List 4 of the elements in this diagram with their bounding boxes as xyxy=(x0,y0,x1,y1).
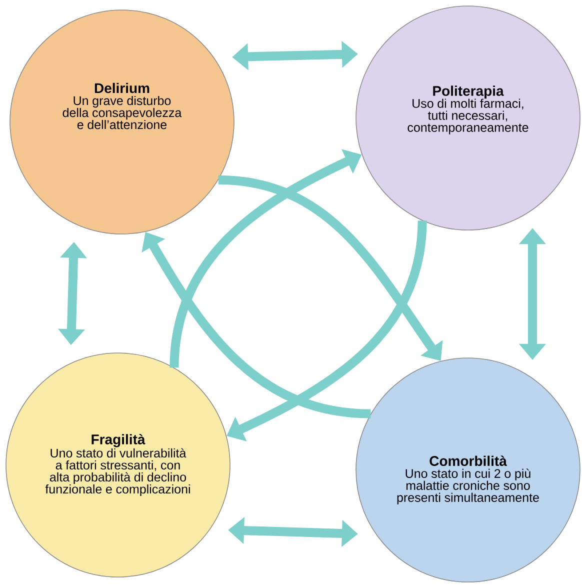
circle-node: Comorbilità Uno stato in cui 2 o più malattie croniche sono presenti simultaneamente xyxy=(356,358,580,582)
circle-node: Delirium Un grave disturbo della consapevolezza e dell’attenzione xyxy=(10,10,234,234)
circle-node: Politerapia Uso di molti farmaci, tutti necessari, contemporaneamente xyxy=(356,6,580,230)
circle-node: Fragilità Uno stato di vulnerabilità a fattori stressanti, con alta probabilità di declino funzionale e complicazioni xyxy=(6,352,230,578)
